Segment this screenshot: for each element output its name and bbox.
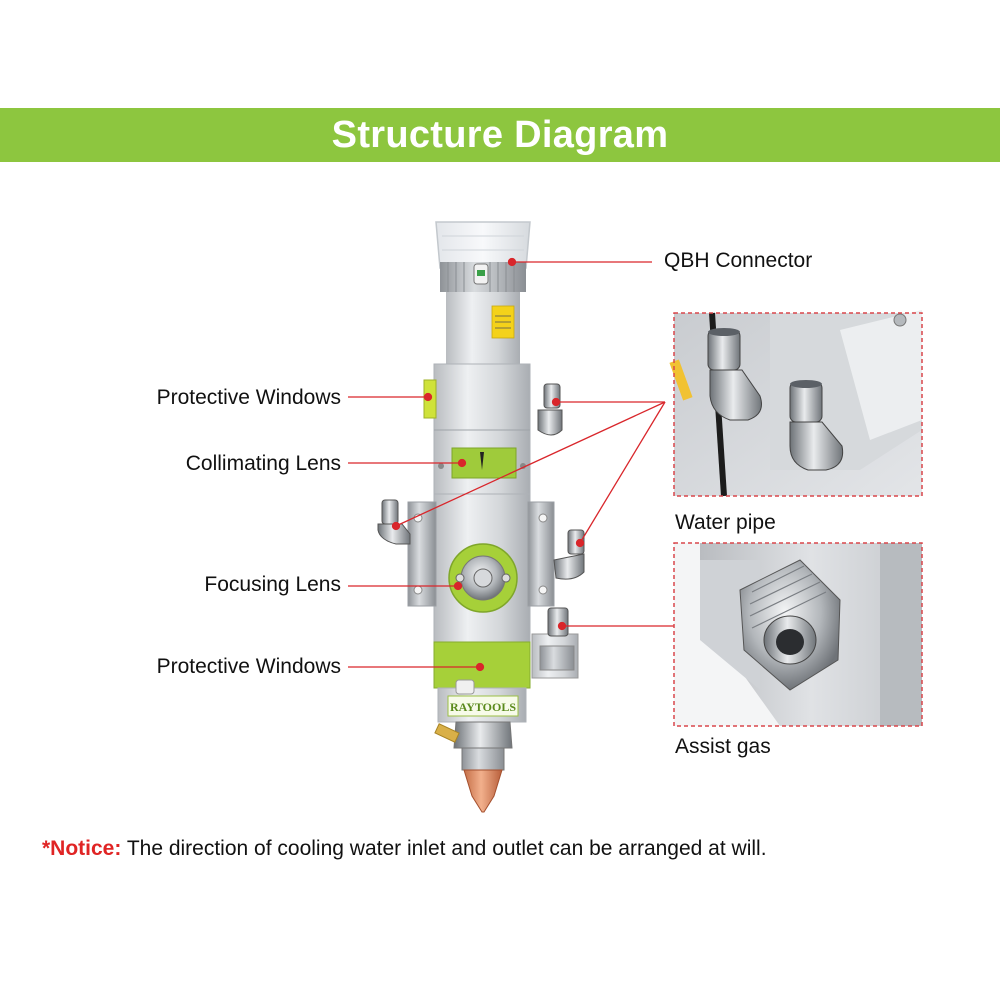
- label-protective-windows-top: Protective Windows: [156, 386, 341, 409]
- raytools-logo-text: RAYTOOLS: [450, 700, 516, 714]
- label-water-pipe: Water pipe: [675, 511, 776, 534]
- water-fitting-left: [377, 499, 411, 545]
- water-fitting-top-right: [537, 383, 563, 436]
- laser-head-illustration: RAYTOOLS: [377, 221, 585, 813]
- collimating-lens-plate: [451, 447, 517, 479]
- assist-gas-detail-frame: [673, 542, 923, 727]
- copper-nozzle: [463, 769, 503, 813]
- label-assist-gas: Assist gas: [675, 735, 771, 758]
- notice-text: *Notice: The direction of cooling water …: [42, 837, 767, 861]
- water-pipe-detail-frame: [673, 312, 923, 497]
- label-focusing-lens: Focusing Lens: [204, 573, 341, 596]
- label-qbh-connector: QBH Connector: [664, 249, 813, 272]
- water-fitting-right: [553, 529, 585, 580]
- title-banner: Structure Diagram: [0, 108, 1000, 162]
- assist-gas-detail-image: [674, 543, 922, 726]
- label-collimating-lens: Collimating Lens: [185, 452, 341, 475]
- assist-gas-fitting: [531, 607, 579, 679]
- label-protective-windows-bottom: Protective Windows: [156, 655, 341, 678]
- leader-lines: [348, 257, 674, 672]
- water-pipe-detail-image: [669, 310, 922, 497]
- nozzle-collar: [453, 721, 513, 749]
- notice-prefix: *Notice:: [42, 837, 122, 860]
- notice-body: The direction of cooling water inlet and…: [121, 837, 767, 860]
- page-title: Structure Diagram: [331, 113, 669, 156]
- raytools-logo: [447, 695, 519, 717]
